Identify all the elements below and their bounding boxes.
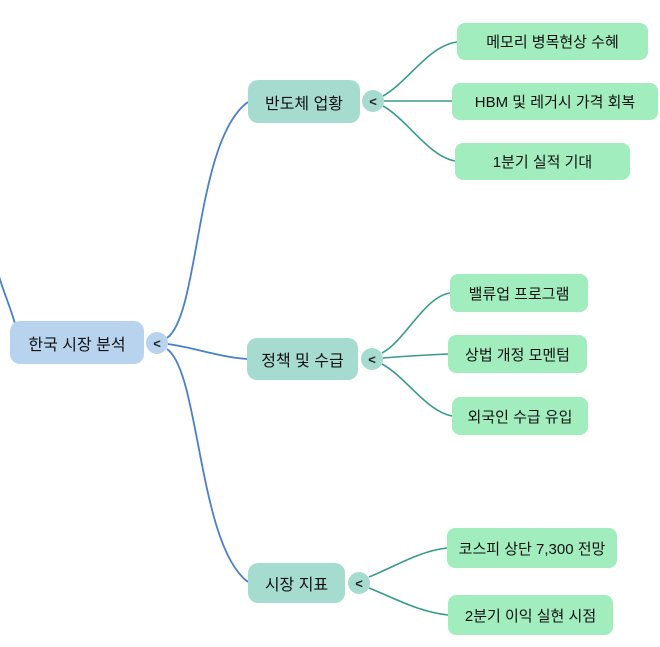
edge-root-to-branch-2 (167, 343, 248, 360)
collapse-toggle-branch-1[interactable]: < (362, 90, 384, 112)
edge-branch2-to-leaf-1 (381, 292, 451, 354)
branch-node-policy-supply[interactable]: 정책 및 수급 (247, 338, 358, 380)
edge-incoming (0, 276, 16, 325)
leaf-node-foreign-inflow[interactable]: 외국인 수급 유입 (452, 397, 588, 435)
edge-branch3-to-leaf-2 (368, 587, 449, 616)
edge-branch3-to-leaf-1 (368, 547, 448, 578)
edge-branch1-to-leaf-1 (382, 41, 458, 97)
leaf-node-q1-earnings[interactable]: 1분기 실적 기대 (455, 143, 630, 180)
edge-branch2-to-leaf-3 (381, 363, 453, 417)
edge-root-to-branch-3 (166, 348, 249, 583)
edge-branch2-to-leaf-2 (382, 353, 449, 359)
leaf-node-value-up-program[interactable]: 밸류업 프로그램 (450, 274, 588, 312)
root-node-korea-market-analysis[interactable]: 한국 시장 분석 (10, 321, 144, 364)
leaf-node-hbm-legacy-price[interactable]: HBM 및 레거시 가격 회복 (452, 83, 658, 120)
branch-node-market-indicators[interactable]: 시장 지표 (248, 563, 345, 603)
leaf-node-q2-profit-taking[interactable]: 2분기 이익 실현 시점 (448, 595, 613, 635)
collapse-toggle-branch-2[interactable]: < (361, 348, 383, 370)
leaf-node-memory-bottleneck[interactable]: 메모리 병목현상 수혜 (457, 23, 648, 60)
edge-root-to-branch-1 (166, 101, 249, 339)
collapse-toggle-root[interactable]: < (146, 332, 168, 354)
edge-branch1-to-leaf-3 (382, 105, 456, 162)
leaf-node-kospi-upper-target[interactable]: 코스피 상단 7,300 전망 (447, 528, 617, 568)
collapse-toggle-branch-3[interactable]: < (348, 572, 370, 594)
branch-node-semiconductor[interactable]: 반도체 업황 (248, 80, 360, 123)
leaf-node-commercial-law-momentum[interactable]: 상법 개정 모멘텀 (448, 335, 587, 373)
